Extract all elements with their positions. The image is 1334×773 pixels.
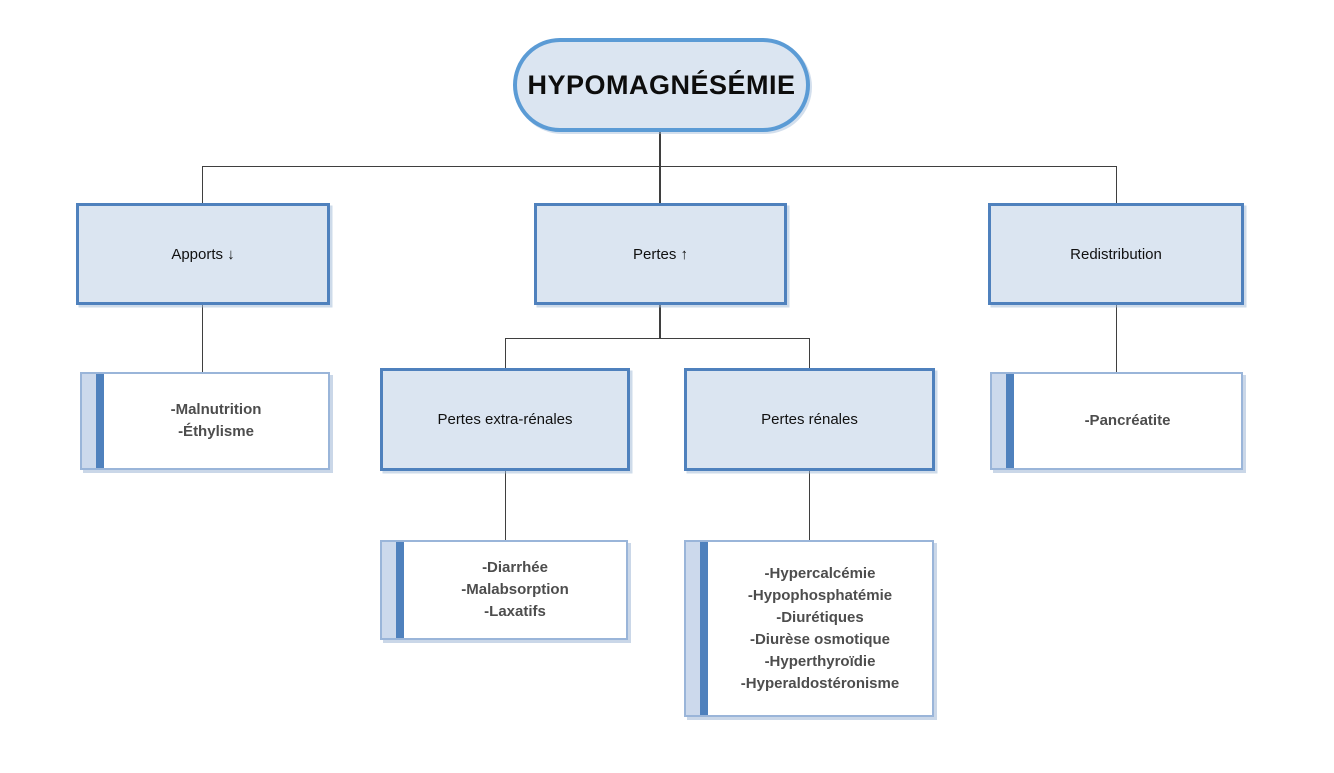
accent-stripe-dark xyxy=(1006,374,1014,468)
cause-item: -Pancréatite xyxy=(1084,412,1171,429)
node-pertes: Pertes ↑ xyxy=(534,203,787,305)
node-pertes-extra-renales-label: Pertes extra-rénales xyxy=(437,411,573,428)
connector-line-apports-top xyxy=(201,166,203,203)
node-redistribution-label: Redistribution xyxy=(1070,245,1162,263)
connector-line-level2-horizontal xyxy=(505,337,810,339)
accent-stripe-dark xyxy=(700,542,708,715)
accent-stripe-light xyxy=(82,374,96,468)
cause-item: -Hyperthyroïdie xyxy=(764,652,876,670)
leaf-renales-causes-content: -Hypercalcémie -Hypophosphatémie -Diurét… xyxy=(708,542,932,715)
node-apports-label: Apports ↓ xyxy=(171,245,235,263)
accent-stripe-dark xyxy=(396,542,404,638)
connector-line-root-drop xyxy=(659,132,661,166)
cause-item: -Malnutrition xyxy=(170,401,262,418)
leaf-renales-causes: -Hypercalcémie -Hypophosphatémie -Diurét… xyxy=(684,540,934,717)
leaf-apports-causes: -Malnutrition -Éthylisme xyxy=(80,372,330,470)
node-redistribution: Redistribution xyxy=(988,203,1244,305)
cause-item: -Diarrhée xyxy=(482,559,548,576)
cause-item: -Diurétiques xyxy=(776,608,864,626)
connector-line-extra-renales-bottom xyxy=(504,471,506,540)
accent-stripe-light xyxy=(382,542,396,638)
cause-item: -Malabsorption xyxy=(461,581,569,598)
leaf-redistribution-causes: -Pancréatite xyxy=(990,372,1243,470)
cause-item: -Diurèse osmotique xyxy=(749,630,891,648)
connector-line-apports-bottom xyxy=(201,305,203,372)
connector-line-redistribution-bottom xyxy=(1115,305,1117,372)
cause-item: -Laxatifs xyxy=(484,603,546,620)
accent-stripe-light xyxy=(686,542,700,715)
node-pertes-renales: Pertes rénales xyxy=(684,368,935,471)
leaf-extra-renales-causes: -Diarrhée -Malabsorption -Laxatifs xyxy=(380,540,628,640)
connector-line-pertes-bottom xyxy=(659,305,661,338)
cause-item: -Hypophosphatémie xyxy=(747,586,893,604)
leaf-extra-renales-causes-content: -Diarrhée -Malabsorption -Laxatifs xyxy=(404,542,626,638)
diagram-title: HYPOMAGNÉSÉMIE xyxy=(527,69,796,100)
root-node-hypomagnesemie: HYPOMAGNÉSÉMIE xyxy=(513,38,810,132)
accent-stripe-light xyxy=(992,374,1006,468)
connector-line-renales-top xyxy=(808,338,810,368)
leaf-apports-causes-content: -Malnutrition -Éthylisme xyxy=(104,374,328,468)
connector-line-redistribution-top xyxy=(1115,166,1117,203)
cause-item: -Éthylisme xyxy=(178,423,254,440)
node-pertes-extra-renales: Pertes extra-rénales xyxy=(380,368,630,471)
node-pertes-label: Pertes ↑ xyxy=(632,245,689,263)
node-apports: Apports ↓ xyxy=(76,203,330,305)
leaf-redistribution-causes-content: -Pancréatite xyxy=(1014,374,1241,468)
connector-line-renales-bottom xyxy=(808,471,810,540)
node-pertes-renales-label: Pertes rénales xyxy=(761,411,858,428)
accent-stripe-dark xyxy=(96,374,104,468)
connector-line-pertes-top xyxy=(659,166,661,203)
connector-line-extra-renales-top xyxy=(504,338,506,368)
cause-item: -Hypercalcémie xyxy=(764,564,876,582)
cause-item: -Hyperaldostéronisme xyxy=(740,674,900,692)
